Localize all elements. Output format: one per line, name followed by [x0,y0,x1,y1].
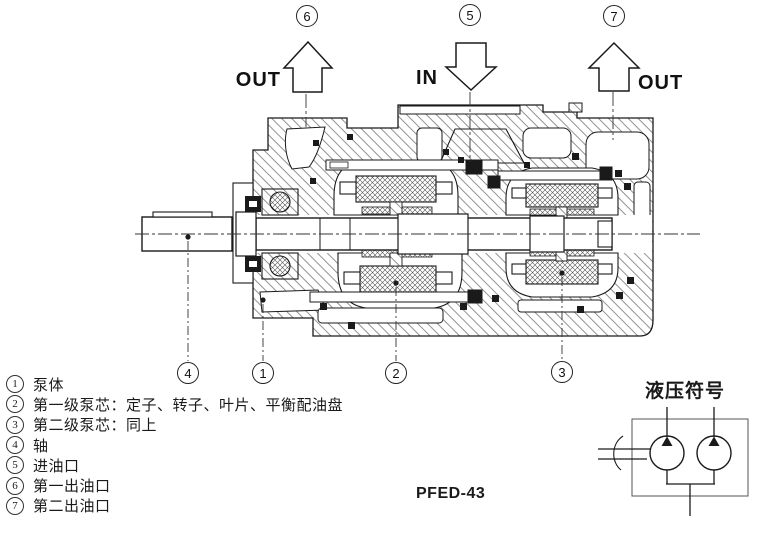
callout-leaders [187,241,563,361]
in-arrow-down [444,42,498,92]
rod-upper-stage1 [325,159,499,171]
legend-num: 4 [6,436,24,455]
stage1-ear [343,271,361,285]
legend-item: 2 第一级泵芯：定子、转子、叶片、平衡配油盘 [6,394,343,414]
hydraulic-symbol-title: 液压符号 [645,380,726,402]
legend-text: 第一级泵芯：定子、转子、叶片、平衡配油盘 [33,397,344,414]
rod-upper-stage2 [497,170,611,181]
legend-text: 进油口 [33,458,80,475]
stage1-vane-lower [389,252,403,267]
out1-port-cavity [284,126,326,170]
legend-num: 1 [6,375,24,394]
leader-dots [185,234,565,303]
bottom-recess-1 [317,307,444,324]
callout-2: 2 [385,362,407,384]
out2-port-label: OUT [638,72,684,94]
stage1-ear [435,271,453,285]
legend-item: 6 第一出油口 [6,475,343,495]
legend-text: 第一出油口 [33,479,111,496]
legend-text: 轴 [33,438,49,455]
callout-4: 4 [177,362,199,384]
stage1-ear [435,181,453,195]
rod-seal [465,160,483,175]
callout-6: 6 [296,5,318,27]
stage1-ear [339,181,357,195]
in-flange-plate [399,105,521,115]
bearing-ball-upper [269,191,291,213]
port-arrows [282,40,641,93]
legend-item: 5 进油口 [6,455,343,475]
symbol-rotation-arc [613,435,624,471]
rod-lower [309,291,471,303]
stage2-ear [597,187,613,199]
callout-3: 3 [551,361,573,383]
bottom-recess-2 [517,299,603,313]
legend-num: 2 [6,395,24,414]
in-port-cavity-right [522,127,572,159]
legend-num: 6 [6,476,24,495]
parts-legend: 1 泵体 2 第一级泵芯：定子、转子、叶片、平衡配油盘 3 第二级泵芯：同上 4… [6,374,343,516]
legend-num: 5 [6,456,24,475]
stage1-cartridge [333,159,463,309]
legend-item: 4 轴 [6,435,343,455]
bearing-ball-lower [269,255,291,277]
stage1-rotor-lower [359,265,437,293]
legend-text: 泵体 [33,377,65,394]
out1-arrow-up [282,40,334,93]
front-bearing [245,188,299,280]
stage2-ear [511,263,527,275]
legend-item: 1 泵体 [6,374,343,394]
symbol-flow-triangle-2 [708,436,720,446]
callout-5: 5 [459,4,481,26]
symbol-flow-triangle-1 [661,436,673,446]
centerlines [135,92,700,235]
stage1-rotor-upper [355,175,437,203]
stage1-vane-upper [389,201,403,216]
legend-item: 3 第二级泵芯：同上 [6,415,343,435]
legend-text: 第二出油口 [33,499,111,516]
shaft-spline-stage1 [397,213,469,255]
balance-rods [309,159,613,304]
seal-squares [310,134,634,329]
out2-arrow-up [587,41,641,92]
legend-text: 第二级泵芯：同上 [33,418,158,435]
callout-7: 7 [603,5,625,27]
rod-seal [599,166,613,181]
legend-item: 7 第二出油口 [6,496,343,516]
rod-head-detail [329,161,349,169]
in-port-label: IN [416,67,438,89]
in-port-cavity-left [416,127,443,163]
rod-seal [467,289,483,304]
housing-nub [568,102,583,113]
callout-1: 1 [252,362,274,384]
rod-seal [487,175,501,189]
legend-num: 3 [6,415,24,434]
stage2-rotor-upper [525,183,599,208]
legend-num: 7 [6,496,24,515]
out1-port-label: OUT [235,69,281,91]
shaft-key [152,211,213,218]
hydraulic-symbol [598,407,749,516]
model-label: PFED-43 [416,485,486,502]
stage2-ear [511,187,527,199]
stage2-ear [597,263,613,275]
